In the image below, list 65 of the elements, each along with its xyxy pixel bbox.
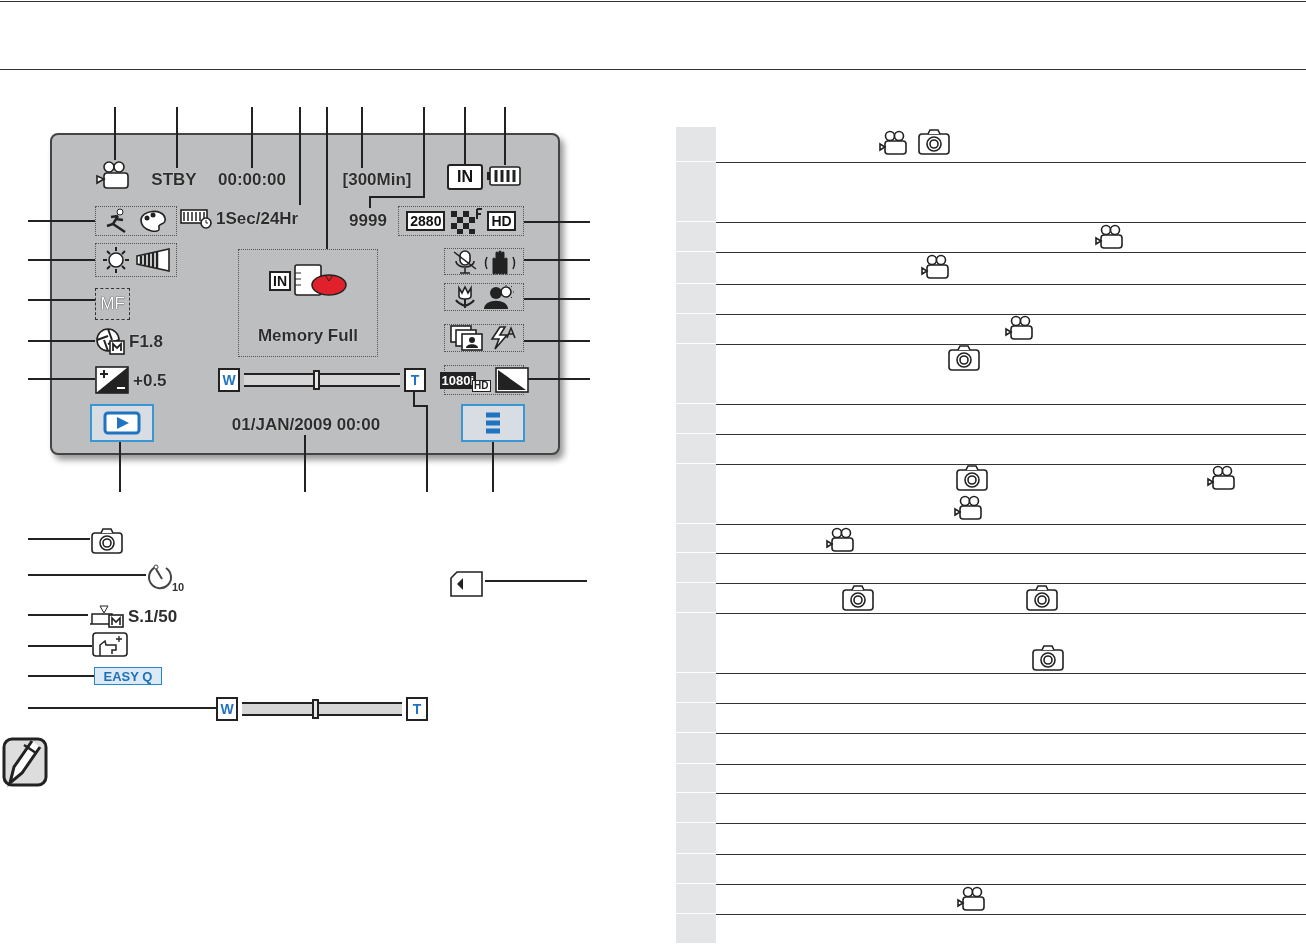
icon-group (444, 283, 524, 311)
leader-line (361, 106, 363, 169)
value-text: 1Sec/24Hr (216, 209, 299, 227)
remaining-time-text: [300Min] (333, 168, 421, 190)
leader-line (27, 220, 96, 222)
memory-warning-panel (238, 249, 378, 357)
format-label: IN (269, 270, 291, 291)
leader-line (413, 391, 428, 493)
leader-line (523, 259, 591, 261)
leader-line (523, 340, 591, 342)
value-text: F1.8 (129, 332, 164, 350)
icon-group (444, 324, 524, 352)
leader-line (27, 340, 96, 342)
leader-line (27, 707, 217, 709)
leader-line (27, 675, 95, 677)
leader-line (27, 538, 91, 540)
leader-line (504, 106, 506, 166)
leader-line (326, 106, 328, 250)
timer-value-text: 10 (172, 581, 185, 593)
icon-group (444, 248, 524, 275)
leader-line (27, 645, 93, 647)
leader-line (492, 441, 494, 493)
icon-group (398, 206, 524, 236)
leader-line (304, 434, 306, 493)
leader-line (27, 614, 89, 616)
format-label: HD (487, 211, 516, 231)
mode-badge: EASY Q (94, 667, 162, 685)
focus-indicator: MF (95, 288, 130, 320)
camera-icon (90, 527, 124, 555)
touch-point-icon (92, 632, 130, 658)
icon-group (95, 243, 177, 277)
value-text: S.1/50 (128, 607, 178, 625)
leader-line (464, 106, 466, 165)
playback-button (90, 404, 154, 442)
camcorder-icon (95, 160, 131, 190)
leader-line (176, 106, 178, 169)
storage-indicator: IN (447, 164, 483, 190)
leader-line (114, 106, 116, 161)
leader-line (27, 574, 147, 576)
date-time-text: 01/JAN/2009 00:00 (226, 413, 386, 435)
photo-count-text: 9999 (340, 208, 396, 232)
leader-line (27, 378, 96, 380)
format-label: 2880 (406, 211, 446, 231)
leader-line (523, 221, 591, 223)
lcd-screen (50, 133, 560, 455)
battery-icon (486, 165, 522, 187)
zoom-end-label: W (218, 368, 240, 392)
leader-line (251, 106, 253, 169)
leader-line (369, 106, 425, 209)
zoom-end-label: T (406, 697, 428, 721)
leader-line (523, 298, 591, 300)
icon-group (95, 206, 177, 236)
value-text: Memory Full (257, 326, 359, 344)
leader-line (119, 441, 121, 493)
zoom-end-label: T (404, 368, 426, 392)
menu-button (461, 404, 525, 442)
memory-card-icon (449, 570, 485, 598)
leader-line (27, 299, 96, 301)
mode-status-text: STBY (143, 168, 205, 190)
value-text: +0.5 (133, 371, 167, 389)
leader-line (484, 580, 588, 582)
zoom-end-label: W (216, 697, 238, 721)
time-counter-text: 00:00:00 (208, 168, 296, 190)
leader-line (27, 259, 96, 261)
leader-line (299, 106, 301, 206)
